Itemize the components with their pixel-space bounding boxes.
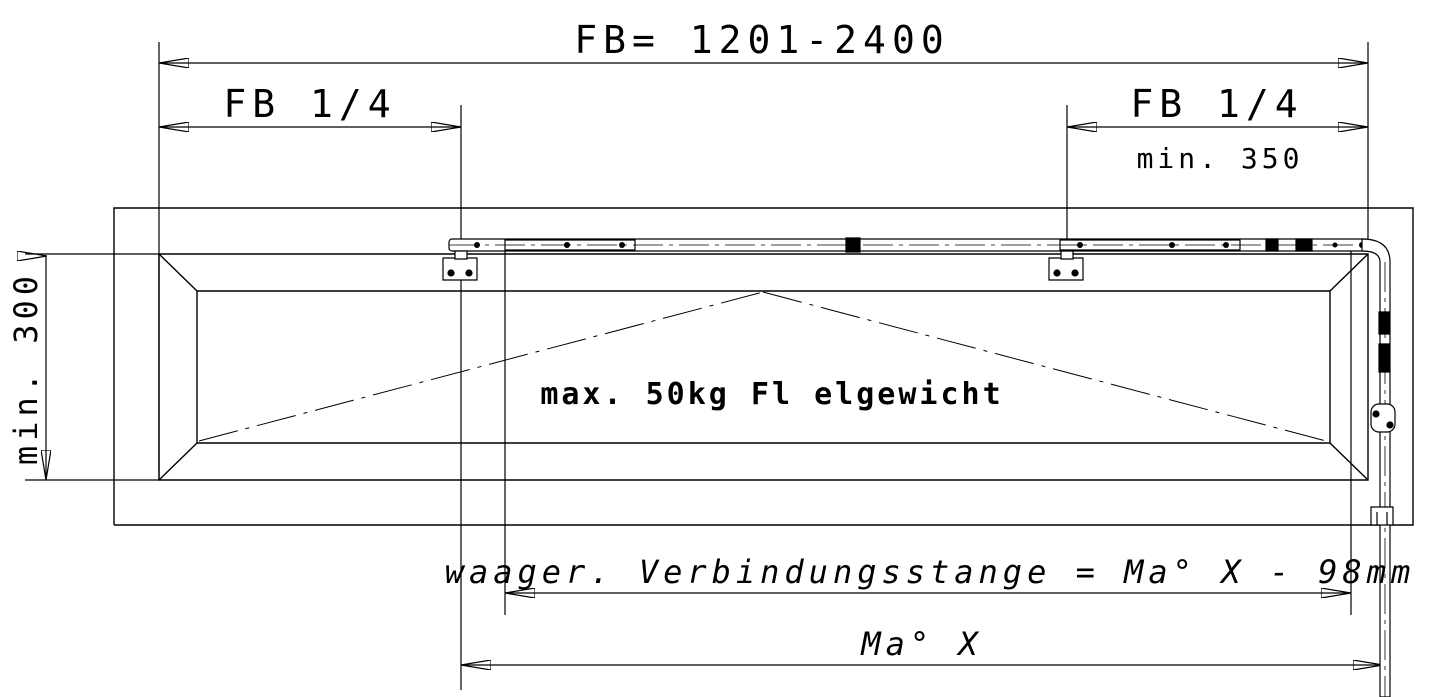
glass-pane [197, 291, 1330, 443]
label-right-quarter-min: min. 350 [1137, 142, 1304, 175]
outer-frame [114, 208, 1413, 525]
label-measure-x: Ma° X [860, 625, 982, 663]
label-right-quarter: FB 1/4 [1130, 82, 1303, 126]
label-left-quarter: FB 1/4 [223, 82, 396, 126]
label-rod-length: waager. Verbindungsstange = Ma° X - 98mm [445, 553, 1416, 591]
window-frame [114, 208, 1413, 525]
vertical-rod [1362, 239, 1395, 697]
opening-lines [199, 292, 1326, 441]
label-overall-width: FB= 1201-2400 [574, 18, 949, 62]
hinge-left [443, 251, 477, 280]
connecting-rod [449, 238, 1369, 252]
hinge-right [1049, 251, 1083, 280]
label-height-min: min. 300 [7, 271, 45, 465]
label-max-weight: max. 50kg Fl elgewicht [540, 377, 1003, 412]
sash-outer [159, 254, 1368, 480]
dimension-lines [46, 63, 1382, 665]
